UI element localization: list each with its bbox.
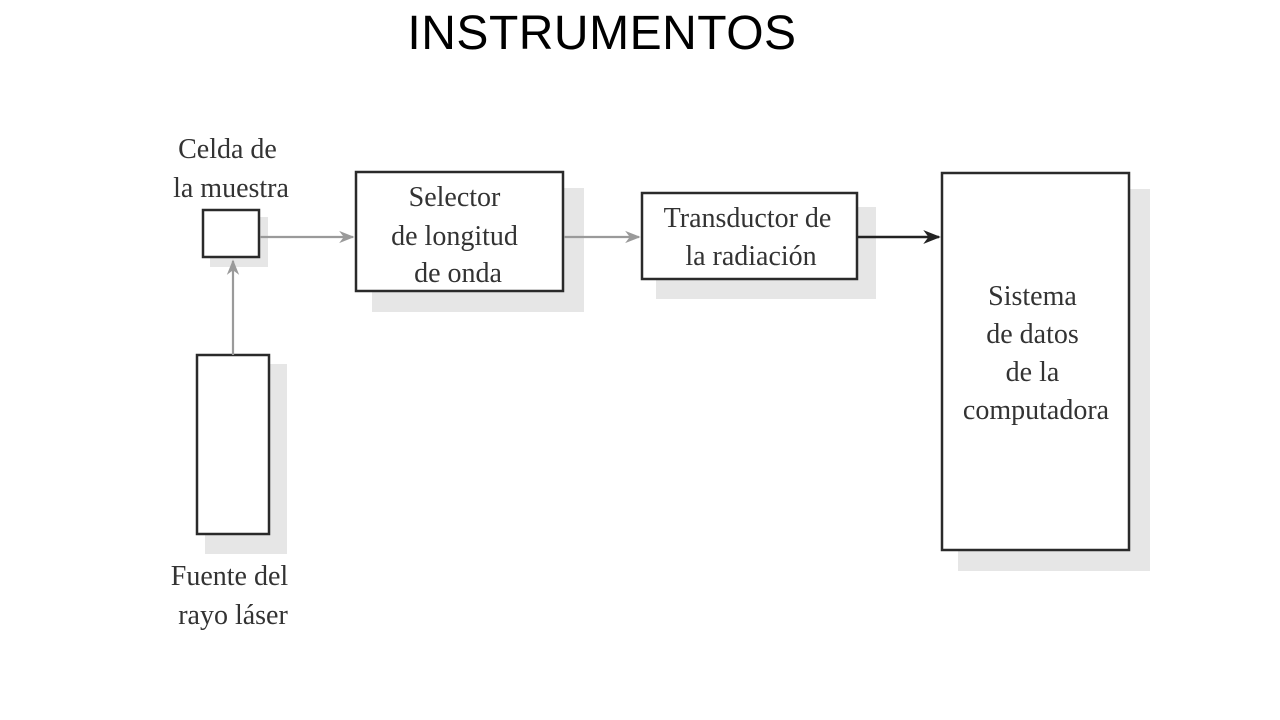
radiation-transducer-label-line-1: Transductor de (664, 203, 832, 234)
laser-source-label-line-2: rayo láser (178, 600, 288, 631)
computer-data-system-label-line-4: computadora (963, 395, 1110, 426)
laser-source: Fuente del rayo láser (171, 353, 295, 631)
wavelength-selector: Selector de longitud de onda (354, 170, 584, 312)
computer-data-system-label-line-1: Sistema (988, 281, 1077, 312)
wavelength-selector-label-line-3: de onda (414, 258, 502, 289)
computer-data-system: Sistema de datos de la computadora (940, 171, 1150, 571)
computer-data-system-label-line-2: de datos (986, 319, 1079, 350)
radiation-transducer-label-line-2: la radiación (685, 241, 816, 272)
wavelength-selector-label-line-1: Selector (409, 182, 501, 213)
radiation-transducer: Transductor de la radiación (640, 191, 876, 299)
sample-cell-label-line-2: la muestra (173, 173, 289, 204)
radiation-transducer-label: Transductor de la radiación (664, 203, 839, 272)
laser-source-label-line-1: Fuente del (171, 561, 289, 592)
computer-data-system-label-line-3: de la (1006, 357, 1060, 388)
sample-cell: Celda de la muestra (173, 134, 289, 267)
wavelength-selector-label: Selector de longitud de onda (391, 182, 525, 289)
computer-data-system-box (940, 171, 1131, 552)
wavelength-selector-box (354, 170, 565, 293)
laser-source-label: Fuente del rayo láser (171, 561, 295, 631)
laser-source-box (195, 353, 271, 536)
sample-cell-box (201, 208, 261, 259)
computer-data-system-label: Sistema de datos de la computadora (963, 281, 1110, 426)
wavelength-selector-label-line-2: de longitud (391, 221, 518, 252)
sample-cell-label: Celda de la muestra (173, 134, 289, 204)
radiation-transducer-box (640, 191, 859, 281)
slide-title: INSTRUMENTOS (407, 7, 797, 60)
sample-cell-label-line-1: Celda de (178, 134, 277, 165)
